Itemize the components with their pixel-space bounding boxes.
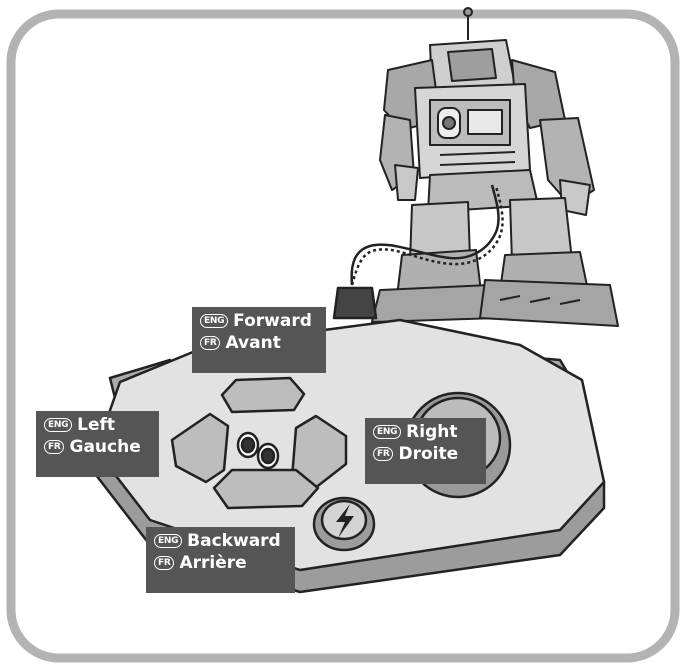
robot-illustration bbox=[371, 7, 619, 327]
eng-badge-icon: ENG bbox=[373, 425, 402, 439]
fr-badge-icon: FR bbox=[373, 447, 394, 461]
fr-badge-icon: FR bbox=[200, 336, 221, 350]
label-backward-eng: Backward bbox=[187, 531, 281, 551]
label-forward: ENG Forward FR Avant bbox=[192, 307, 326, 373]
lightning-icon[interactable] bbox=[312, 496, 376, 552]
center-knobs bbox=[236, 431, 280, 470]
label-forward-eng: Forward bbox=[233, 311, 312, 331]
fr-badge-icon: FR bbox=[44, 440, 65, 454]
left-button[interactable] bbox=[170, 412, 230, 484]
label-forward-fr: Avant bbox=[225, 333, 281, 353]
eng-badge-icon: ENG bbox=[44, 418, 73, 432]
label-right: ENG Right FR Droite bbox=[365, 418, 486, 484]
label-right-fr: Droite bbox=[398, 444, 459, 464]
coiled-cable bbox=[350, 184, 504, 286]
eng-badge-icon: ENG bbox=[154, 534, 183, 548]
label-backward: ENG Backward FR Arrière bbox=[146, 527, 295, 593]
label-left: ENG Left FR Gauche bbox=[36, 411, 159, 477]
label-left-eng: Left bbox=[77, 415, 116, 435]
fr-badge-icon: FR bbox=[154, 556, 175, 570]
label-left-fr: Gauche bbox=[69, 437, 141, 457]
backward-button[interactable] bbox=[212, 468, 320, 510]
forward-button[interactable] bbox=[220, 376, 306, 414]
label-right-eng: Right bbox=[406, 422, 458, 442]
label-backward-fr: Arrière bbox=[179, 553, 247, 573]
eng-badge-icon: ENG bbox=[200, 314, 229, 328]
